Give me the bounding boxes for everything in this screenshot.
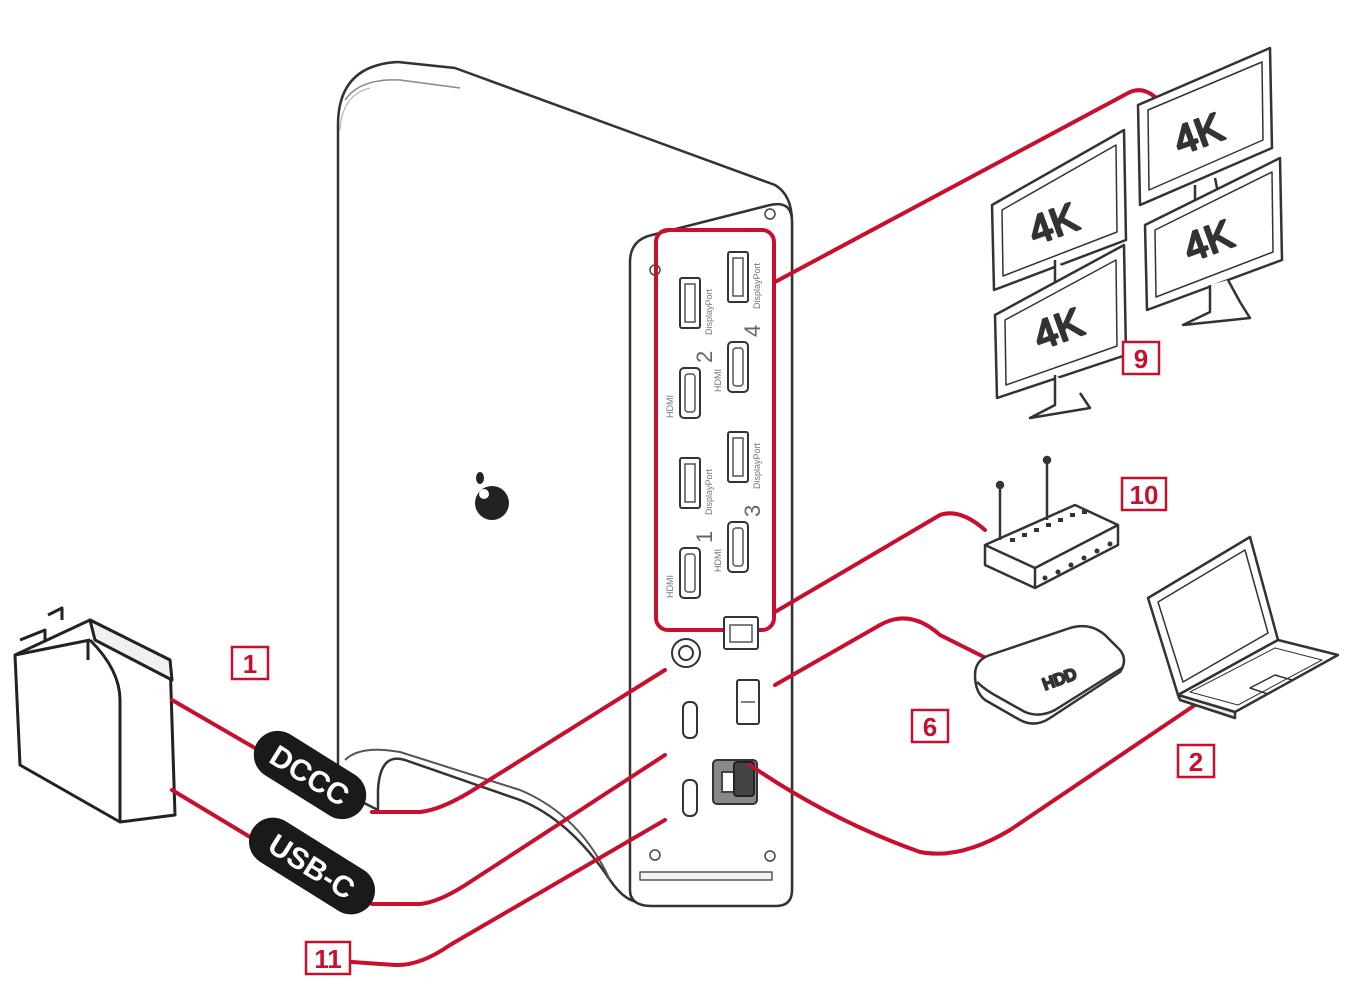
hdmi-1-label: HDMI — [665, 575, 675, 598]
monitor-right: 4K — [1143, 156, 1284, 327]
port-number-2: 2 — [692, 351, 717, 363]
dc-cable — [370, 668, 667, 814]
usbc-cable — [370, 753, 667, 906]
monitor-array: 4K 4K 4K 4K — [990, 46, 1284, 420]
brand-logo — [475, 472, 509, 520]
dp-1-label: DisplayPort — [704, 468, 714, 515]
callout-1: 1 — [230, 645, 270, 681]
callout-11-cable — [350, 818, 667, 968]
usb-b-cable — [748, 703, 1197, 856]
video-ports-highlight — [654, 228, 776, 632]
usb-a-cable — [773, 616, 992, 687]
port-number-4: 4 — [740, 325, 765, 337]
dc-power-port — [671, 638, 701, 668]
dock-station — [336, 60, 794, 908]
hdmi-2-label: HDMI — [665, 395, 675, 418]
callout-9-label: 9 — [1134, 344, 1148, 374]
adapter-dc-cable — [170, 698, 257, 750]
hdmi-4-port — [727, 341, 749, 393]
hdmi-1-port — [679, 547, 701, 599]
callout-11: 11 — [304, 940, 352, 976]
callout-6-label: 6 — [923, 712, 937, 742]
hdmi-3-port — [727, 521, 749, 573]
dp-2-label: DisplayPort — [704, 288, 714, 335]
lower-ports — [671, 616, 760, 817]
port-number-3: 3 — [740, 505, 765, 517]
hdmi-3-label: HDMI — [713, 549, 723, 572]
callout-2-label: 2 — [1189, 747, 1203, 777]
displayport-1-port — [679, 457, 701, 509]
displayport-2-port — [679, 277, 701, 329]
callout-2: 2 — [1176, 743, 1216, 779]
callout-1-label: 1 — [243, 649, 257, 679]
displayport-3-port — [727, 431, 749, 483]
callout-10-label: 10 — [1130, 480, 1159, 510]
router — [983, 455, 1120, 590]
ethernet-cable — [773, 511, 987, 614]
usbc-cable-pill: USB-C — [248, 817, 376, 915]
usb-c-upstream-port — [682, 701, 698, 739]
hdmi-4-label: HDMI — [713, 369, 723, 392]
hdmi-2-port — [679, 367, 701, 419]
callout-9: 9 — [1121, 340, 1161, 376]
dp-3-label: DisplayPort — [752, 442, 762, 489]
power-adapter — [13, 606, 177, 824]
video-ports-group: HDMI HDMI HDMI HDMI DisplayPort DisplayP… — [654, 228, 776, 632]
adapter-usbc-cable — [170, 788, 257, 842]
monitor-bottom: 4K — [993, 243, 1128, 420]
ethernet-port — [723, 616, 759, 650]
dp-4-label: DisplayPort — [752, 262, 762, 309]
callout-6: 6 — [910, 708, 950, 744]
port-number-1: 1 — [692, 531, 717, 543]
external-hdd: HDD — [973, 624, 1126, 725]
callout-11-label: 11 — [314, 944, 342, 974]
laptop — [1146, 535, 1340, 720]
usb-c-port — [682, 779, 698, 817]
callout-10: 10 — [1120, 476, 1168, 512]
cables — [170, 88, 1197, 968]
displayport-4-port — [727, 251, 749, 303]
